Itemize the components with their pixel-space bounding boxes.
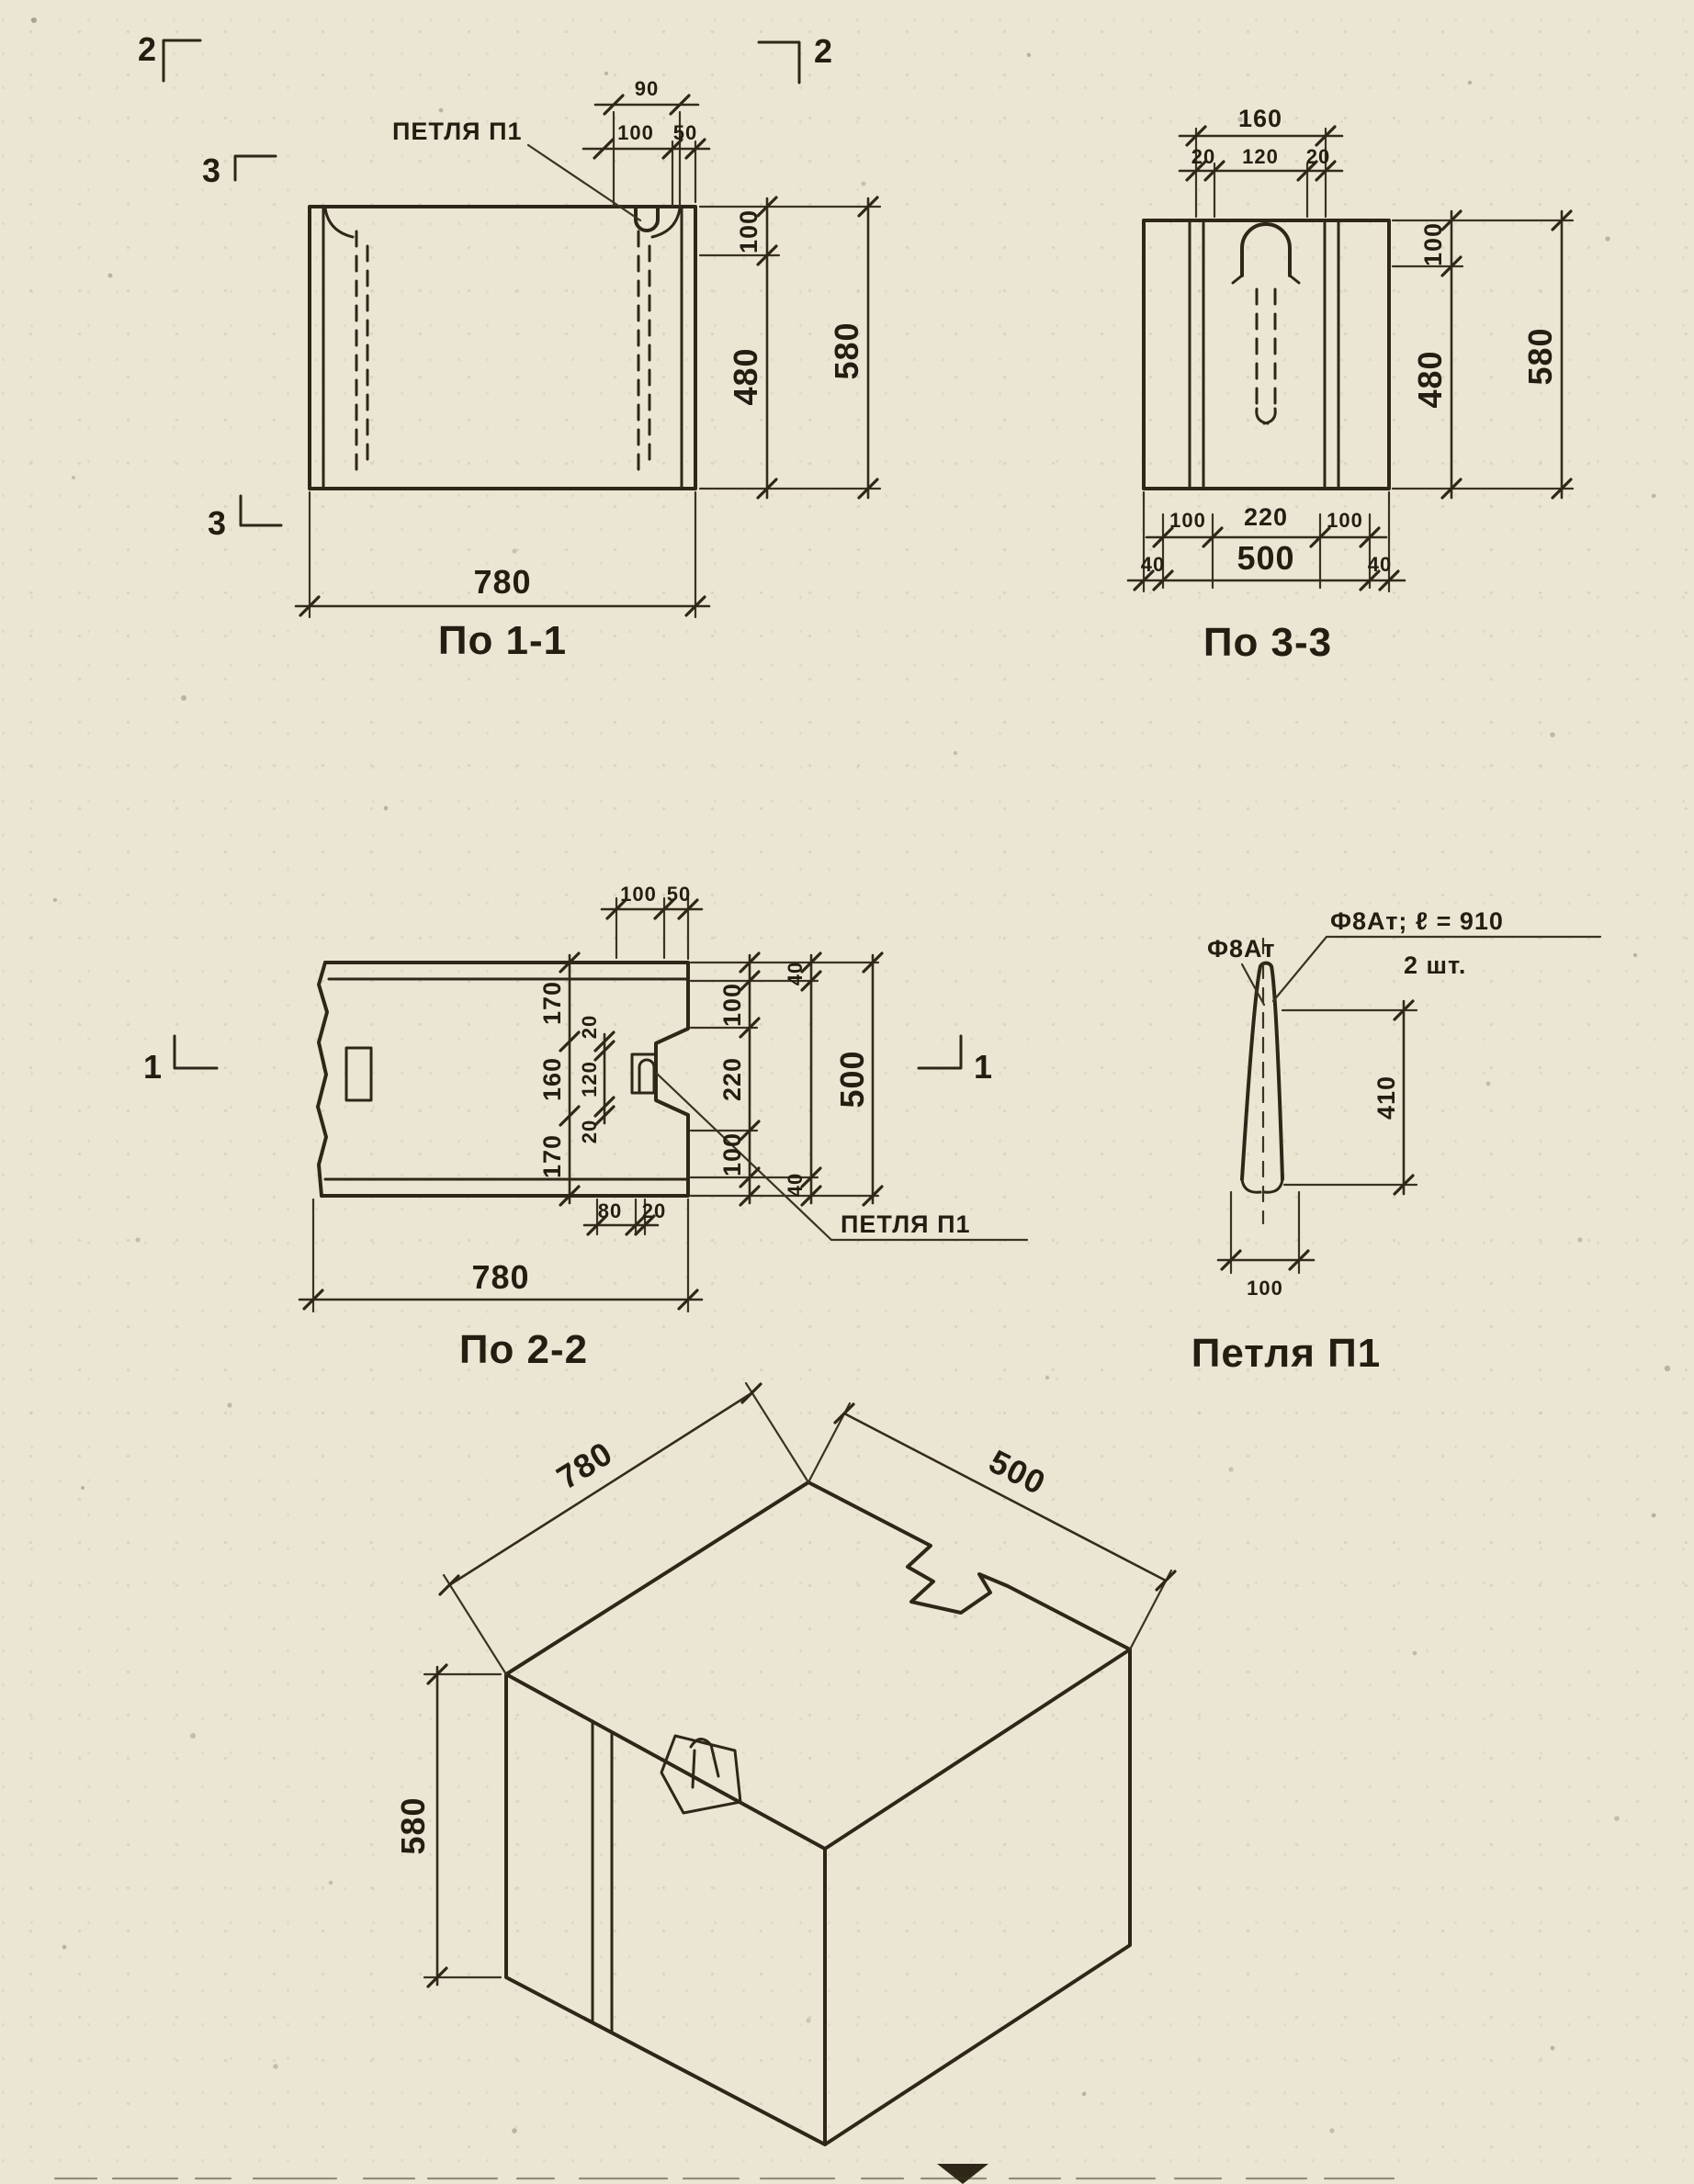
bar-qty-label: 2 шт. [1404, 951, 1466, 979]
section-2-left-bracket [162, 39, 202, 83]
view-2-2-title: По 2-2 [459, 1327, 588, 1372]
dim-480-right: 480 [1411, 350, 1449, 408]
dim-100-right-b: 100 [718, 1132, 746, 1176]
spec-leader [1271, 935, 1602, 1003]
section-1-left-label: 1 [143, 1048, 163, 1086]
page-bottom-artifacts [53, 2164, 1395, 2184]
fold-mark-triangle [937, 2164, 988, 2184]
left-groove-pocket [344, 1046, 373, 1102]
section-3-lower-bracket [239, 494, 283, 527]
section-markers: 2 2 3 3 1 1 [138, 30, 993, 1086]
bar-spec-label: Ф8Ат; ℓ = 910 [1330, 907, 1504, 935]
iso-loop-wire [689, 1738, 720, 1789]
corner-groove-right [650, 207, 682, 239]
dim-20-left: 20 [1191, 145, 1215, 168]
loop-wire [1240, 961, 1284, 1181]
iso-dim-500: 500 [983, 1442, 1052, 1502]
iso-dim-580: 580 [394, 1796, 432, 1854]
dim-160-top: 160 [1238, 105, 1282, 132]
view-1-1-title: По 1-1 [438, 618, 567, 663]
loop-detail-title: Петля П1 [1191, 1331, 1381, 1376]
dim-120: 120 [578, 1061, 601, 1098]
dim-220-right: 220 [718, 1057, 746, 1101]
iso-top-face [504, 1480, 1132, 1851]
dim-100-bottom-right: 100 [1327, 509, 1363, 532]
bar-mark-label: Ф8Ат [1207, 935, 1275, 963]
section-2-right-bracket [757, 40, 801, 84]
dim-500-right: 500 [833, 1050, 871, 1108]
dim-580-right: 580 [828, 321, 865, 379]
loop-leader-2-2 [654, 1071, 1029, 1242]
section-1-right-label: 1 [974, 1048, 993, 1086]
dim-100-bottom-left: 100 [1169, 509, 1206, 532]
dim-160: 160 [538, 1057, 566, 1101]
view-2-2: ПЕТЛЯ П1 100 50 170 160 170 20 120 20 10… [298, 883, 1029, 1372]
iso-body-edges [504, 1648, 1132, 2146]
dim-500-bottom: 500 [1237, 539, 1294, 577]
left-broken-edge [316, 961, 329, 1198]
dim-20-b: 20 [578, 1120, 601, 1143]
dim-100-right: 100 [735, 209, 762, 253]
lifting-loop-1-1 [634, 205, 660, 232]
dim-410: 410 [1372, 1075, 1400, 1120]
dim-100-right-a: 100 [718, 983, 746, 1027]
loop-leader-1-1 [526, 143, 642, 222]
dim-580-right: 580 [1521, 327, 1559, 385]
view-3-3: 160 20 120 20 100 480 580 100 220 100 40… [1126, 105, 1575, 665]
dim-100-right: 100 [1419, 222, 1447, 266]
dim-170-a: 170 [538, 981, 566, 1025]
dim-100-top: 100 [620, 883, 657, 906]
dim-220-bottom: 220 [1244, 503, 1288, 531]
iso-loop-pocket [660, 1734, 742, 1815]
dim-100-top: 100 [617, 121, 654, 144]
section-2-left-label: 2 [138, 30, 157, 68]
mark-leader [1240, 963, 1266, 1007]
dim-170-b: 170 [538, 1134, 566, 1178]
section-2-right-label: 2 [814, 32, 833, 70]
dim-100-loop: 100 [1247, 1277, 1283, 1300]
dim-50-top: 50 [667, 883, 691, 906]
corner-groove-left [323, 207, 355, 239]
loop-pocket-2-2 [630, 1053, 658, 1095]
loop-callout-2-2: ПЕТЛЯ П1 [841, 1210, 971, 1238]
dim-20-a: 20 [578, 1015, 601, 1039]
section-3-upper-bracket [233, 154, 277, 182]
view-2-2-dimensions: 100 50 170 160 170 20 120 20 100 220 100… [471, 883, 871, 1296]
view-1-1: ПЕТЛЯ П1 90 100 50 100 480 580 780 По 1-… [294, 77, 882, 663]
loop-hooks-3-3 [1255, 407, 1277, 425]
view-1-1-dimensions: 90 100 50 100 480 580 780 [473, 77, 865, 601]
section-1-right-bracket [917, 1034, 963, 1070]
view-3-3-dimensions: 160 20 120 20 100 480 580 100 220 100 40… [1141, 105, 1559, 577]
dim-40-right: 40 [1368, 553, 1392, 576]
dim-480-right: 480 [727, 347, 764, 405]
section-3-lower-label: 3 [208, 504, 227, 542]
dim-90: 90 [635, 77, 659, 100]
block-outline-3-3 [1142, 219, 1391, 490]
block-outline-1-1 [308, 205, 697, 490]
dim-40-right-top: 40 [784, 962, 807, 985]
dim-780-bottom: 780 [471, 1258, 529, 1296]
iso-dim-780: 780 [550, 1434, 619, 1496]
dim-40-right-bottom: 40 [784, 1173, 807, 1197]
paper-speckles [31, 17, 1671, 2133]
section-1-left-bracket [173, 1034, 219, 1070]
dim-50-top: 50 [673, 121, 697, 144]
loop-hooks [1240, 1177, 1284, 1194]
dim-20-right: 20 [1306, 145, 1330, 168]
loop-callout-1-1: ПЕТЛЯ П1 [392, 118, 523, 145]
isometric-view: 780 500 580 [394, 1381, 1177, 2146]
loop-wire-2-2 [638, 1058, 656, 1093]
loop-detail: Ф8Ат Ф8Ат; ℓ = 910 2 шт. 410 100 Петля П… [1191, 907, 1602, 1376]
section-3-upper-label: 3 [202, 152, 221, 189]
dim-120-top: 120 [1242, 145, 1279, 168]
dim-40-left: 40 [1141, 553, 1165, 576]
dim-20-bottom: 20 [642, 1199, 666, 1222]
view-3-3-title: По 3-3 [1203, 620, 1332, 665]
dim-80-bottom: 80 [598, 1199, 622, 1222]
dim-780-bottom: 780 [473, 563, 531, 601]
lifting-loop-3-3 [1240, 222, 1292, 277]
